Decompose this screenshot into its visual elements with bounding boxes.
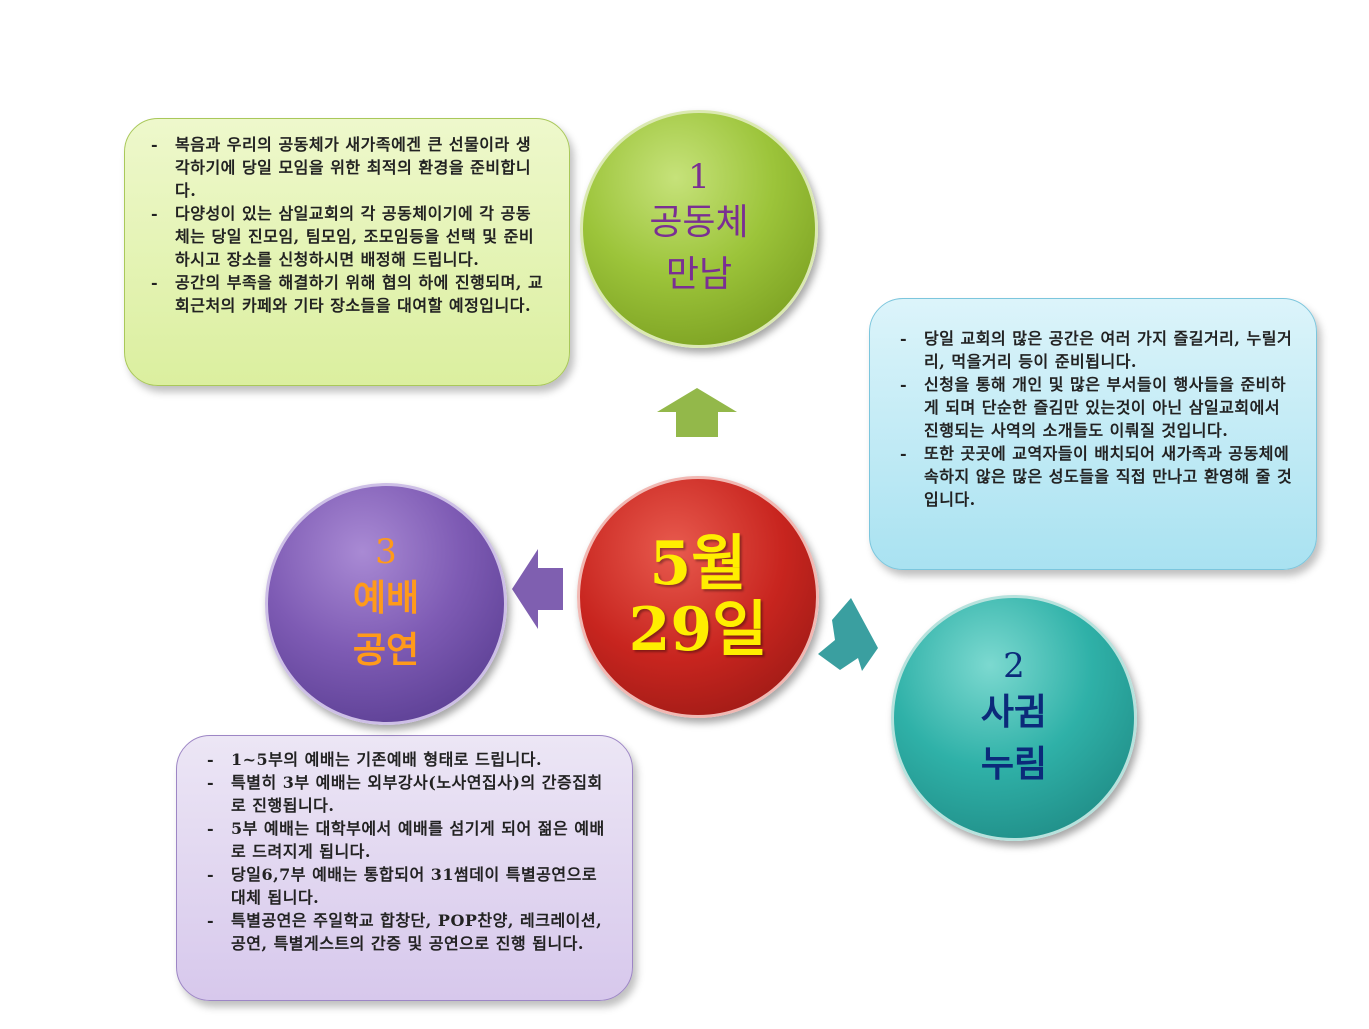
community-list: -복음과 우리의 공동체가 새가족에겐 큰 선물이라 생각하기에 당일 모임을 … [151, 133, 545, 317]
center-day: 29일 [628, 595, 768, 665]
list-item: -5부 예배는 대학부에서 예배를 섬기게 되어 젊은 예배로 드려지게 됩니다… [207, 817, 610, 863]
bullet-dash: - [900, 444, 908, 463]
node-label-line1: 사귐 [980, 691, 1048, 733]
list-item: -특별공연은 주일학교 합창단, POP찬양, 레크레이션, 공연, 특별게스트… [207, 909, 610, 955]
list-item-text: 당일6,7부 예배는 통합되어 31썸데이 특별공연으로 대체 됩니다. [231, 865, 598, 907]
list-item: -당일6,7부 예배는 통합되어 31썸데이 특별공연으로 대체 됩니다. [207, 863, 610, 909]
node-label-line2: 만남 [665, 254, 733, 295]
list-item: -특별히 3부 예배는 외부강사(노사연집사)의 간증집회로 진행됩니다. [207, 771, 610, 817]
node-label-line1: 예배 [352, 577, 420, 619]
node-label-line2: 누림 [980, 743, 1048, 785]
bullet-dash: - [207, 819, 215, 838]
list-item: -당일 교회의 많은 공간은 여러 가지 즐길거리, 누릴거리, 먹을거리 등이… [900, 327, 1294, 373]
list-item-text: 5부 예배는 대학부에서 예배를 섬기게 되어 젊은 예배로 드려지게 됩니다. [231, 819, 605, 861]
node-label-line2: 공연 [352, 629, 420, 671]
bullet-dash: - [900, 329, 908, 348]
node-number: 2 [1003, 646, 1025, 686]
list-item: -1~5부의 예배는 기존예배 형태로 드립니다. [207, 748, 610, 771]
arrow-down-right-icon [818, 598, 878, 671]
list-item-text: 특별히 3부 예배는 외부강사(노사연집사)의 간증집회로 진행됩니다. [231, 773, 603, 815]
node-worship-circle: 3 예배 공연 [265, 483, 507, 725]
node-label-line1: 공동체 [649, 202, 749, 243]
worship-description-box: -1~5부의 예배는 기존예배 형태로 드립니다. -특별히 3부 예배는 외부… [176, 735, 633, 1001]
fellowship-description-box: -당일 교회의 많은 공간은 여러 가지 즐길거리, 누릴거리, 먹을거리 등이… [869, 298, 1317, 570]
arrow-up-icon [657, 388, 737, 437]
list-item: -공간의 부족을 해결하기 위해 협의 하에 진행되며, 교회근처의 카페와 기… [151, 271, 545, 317]
bullet-dash: - [207, 750, 215, 769]
bullet-dash: - [207, 911, 215, 930]
list-item-text: 신청을 통해 개인 및 많은 부서들이 행사들을 준비하게 되며 단순한 즐김만… [924, 375, 1287, 440]
node-fellowship-circle: 2 사귐 누림 [891, 595, 1137, 841]
center-month: 5월 [649, 529, 747, 599]
bullet-dash: - [151, 135, 159, 154]
list-item-text: 또한 곳곳에 교역자들이 배치되어 새가족과 공동체에 속하지 않은 많은 성도… [924, 444, 1293, 509]
bullet-dash: - [151, 273, 159, 292]
bullet-dash: - [207, 773, 215, 792]
arrow-left-icon [512, 549, 563, 629]
community-description-box: -복음과 우리의 공동체가 새가족에겐 큰 선물이라 생각하기에 당일 모임을 … [124, 118, 570, 386]
list-item: -또한 곳곳에 교역자들이 배치되어 새가족과 공동체에 속하지 않은 많은 성… [900, 442, 1294, 511]
list-item-text: 복음과 우리의 공동체가 새가족에겐 큰 선물이라 생각하기에 당일 모임을 위… [175, 135, 532, 200]
list-item-text: 다양성이 있는 삼일교회의 각 공동체이기에 각 공동체는 당일 진모임, 팀모… [175, 204, 535, 269]
list-item-text: 1~5부의 예배는 기존예배 형태로 드립니다. [231, 750, 543, 769]
list-item: -신청을 통해 개인 및 많은 부서들이 행사들을 준비하게 되며 단순한 즐김… [900, 373, 1294, 442]
worship-list: -1~5부의 예배는 기존예배 형태로 드립니다. -특별히 3부 예배는 외부… [207, 748, 610, 955]
list-item: -복음과 우리의 공동체가 새가족에겐 큰 선물이라 생각하기에 당일 모임을 … [151, 133, 545, 202]
bullet-dash: - [151, 204, 159, 223]
node-number: 1 [688, 157, 710, 197]
center-date-circle: 5월 29일 [577, 476, 819, 718]
list-item: -다양성이 있는 삼일교회의 각 공동체이기에 각 공동체는 당일 진모임, 팀… [151, 202, 545, 271]
fellowship-list: -당일 교회의 많은 공간은 여러 가지 즐길거리, 누릴거리, 먹을거리 등이… [900, 327, 1294, 511]
list-item-text: 당일 교회의 많은 공간은 여러 가지 즐길거리, 누릴거리, 먹을거리 등이 … [924, 329, 1293, 371]
node-number: 3 [375, 532, 397, 572]
bullet-dash: - [207, 865, 215, 884]
bullet-dash: - [900, 375, 908, 394]
list-item-text: 공간의 부족을 해결하기 위해 협의 하에 진행되며, 교회근처의 카페와 기타… [175, 273, 544, 315]
list-item-text: 특별공연은 주일학교 합창단, POP찬양, 레크레이션, 공연, 특별게스트의… [231, 911, 603, 953]
node-community-circle: 1 공동체 만남 [580, 110, 818, 348]
